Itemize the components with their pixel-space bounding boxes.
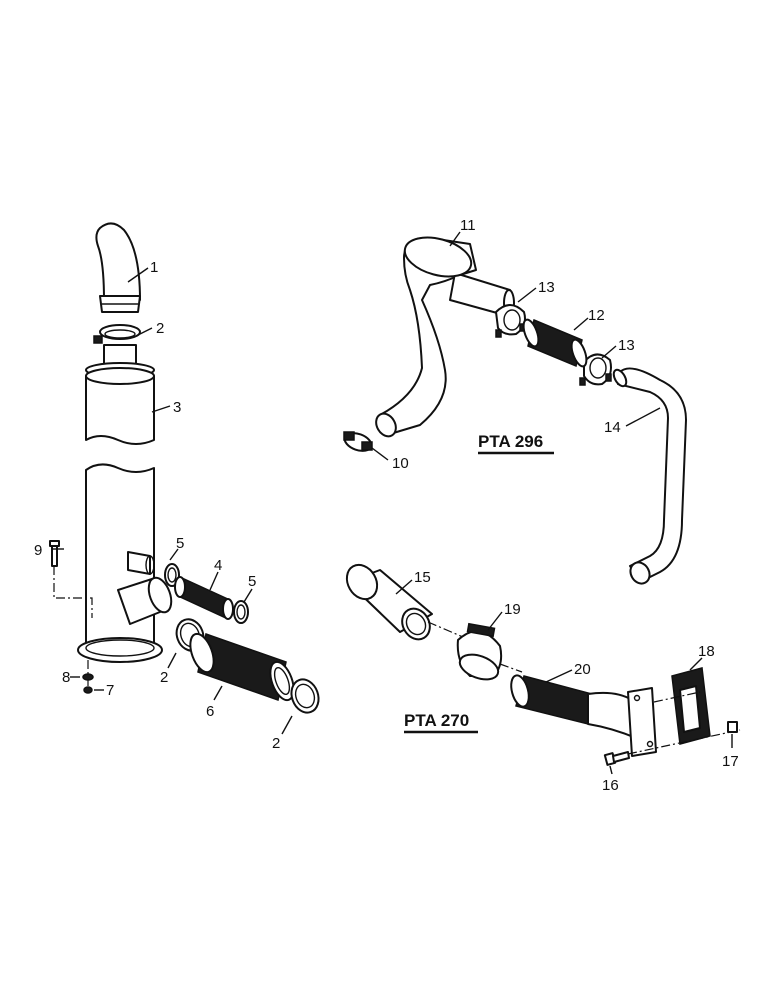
callout-8: 8 — [62, 669, 70, 686]
callout-11: 11 — [460, 217, 476, 234]
model-title-lower: PTA 270 — [404, 711, 469, 730]
part-10-clamp — [343, 431, 373, 452]
part-1-exhaust-elbow — [95, 222, 141, 313]
leader-lines — [52, 231, 733, 775]
callout-19: 19 — [504, 601, 521, 618]
callout-5-right: 5 — [248, 573, 256, 590]
callout-2-top: 2 — [156, 320, 164, 337]
muffler-lower-body — [77, 463, 173, 663]
callout-13-upper: 13 — [538, 279, 555, 296]
callout-16: 16 — [602, 777, 619, 794]
part-14-tail-pipe — [612, 367, 687, 585]
part-20-flex-elbow — [510, 674, 657, 757]
assembly-line-flange-bolt — [627, 729, 741, 755]
assembly-line-bolt — [53, 566, 93, 618]
part-6-large-flex-hose — [189, 632, 295, 702]
callout-4: 4 — [214, 557, 222, 574]
part-17-nut — [727, 721, 738, 733]
part-19-band-clamp — [456, 622, 503, 681]
callout-1: 1 — [150, 259, 158, 276]
part-8-washer — [82, 673, 94, 681]
callout-5-left: 5 — [176, 535, 184, 552]
callout-13-lower: 13 — [618, 337, 635, 354]
part-13-gasket-a — [495, 304, 526, 338]
callout-3: 3 — [173, 399, 181, 416]
callout-14: 14 — [604, 419, 621, 436]
callout-18: 18 — [698, 643, 715, 660]
callout-12: 12 — [588, 307, 605, 324]
part-7-nut — [83, 686, 93, 694]
callout-6: 6 — [206, 703, 214, 720]
callout-17: 17 — [722, 753, 739, 770]
callout-15: 15 — [414, 569, 431, 586]
callout-2-lower: 2 — [272, 735, 280, 752]
callout-2-middle: 2 — [160, 669, 168, 686]
model-label-pta-270: PTA 270 — [404, 711, 478, 734]
assembly-line-flange — [653, 691, 701, 703]
part-4-small-flex-hose — [174, 576, 234, 620]
callout-10: 10 — [392, 455, 409, 472]
part-3-muffler — [85, 344, 155, 445]
part-11-exhaust-pipe — [375, 236, 515, 438]
callout-9: 9 — [34, 542, 42, 559]
model-label-pta-296: PTA 296 — [478, 432, 554, 455]
part-5-small-clamp-b — [233, 600, 249, 624]
part-18-flange-gasket — [671, 667, 711, 745]
part-9-bolt — [49, 540, 60, 567]
part-2-clamp-lower — [290, 678, 320, 714]
part-15-outlet-tube — [345, 563, 433, 641]
part-2-clamp-top — [93, 324, 141, 344]
assembly-line-clamp — [499, 663, 523, 673]
callout-7: 7 — [106, 682, 114, 699]
callout-numbers: 1 2 3 5 4 5 2 6 2 9 8 7 11 10 13 12 13 1… — [34, 217, 739, 794]
part-16-bolt — [603, 751, 630, 766]
callout-20: 20 — [574, 661, 591, 678]
model-title-upper: PTA 296 — [478, 432, 543, 451]
part-12-flex-hose — [522, 318, 588, 368]
part-13-gasket-b — [579, 353, 612, 386]
